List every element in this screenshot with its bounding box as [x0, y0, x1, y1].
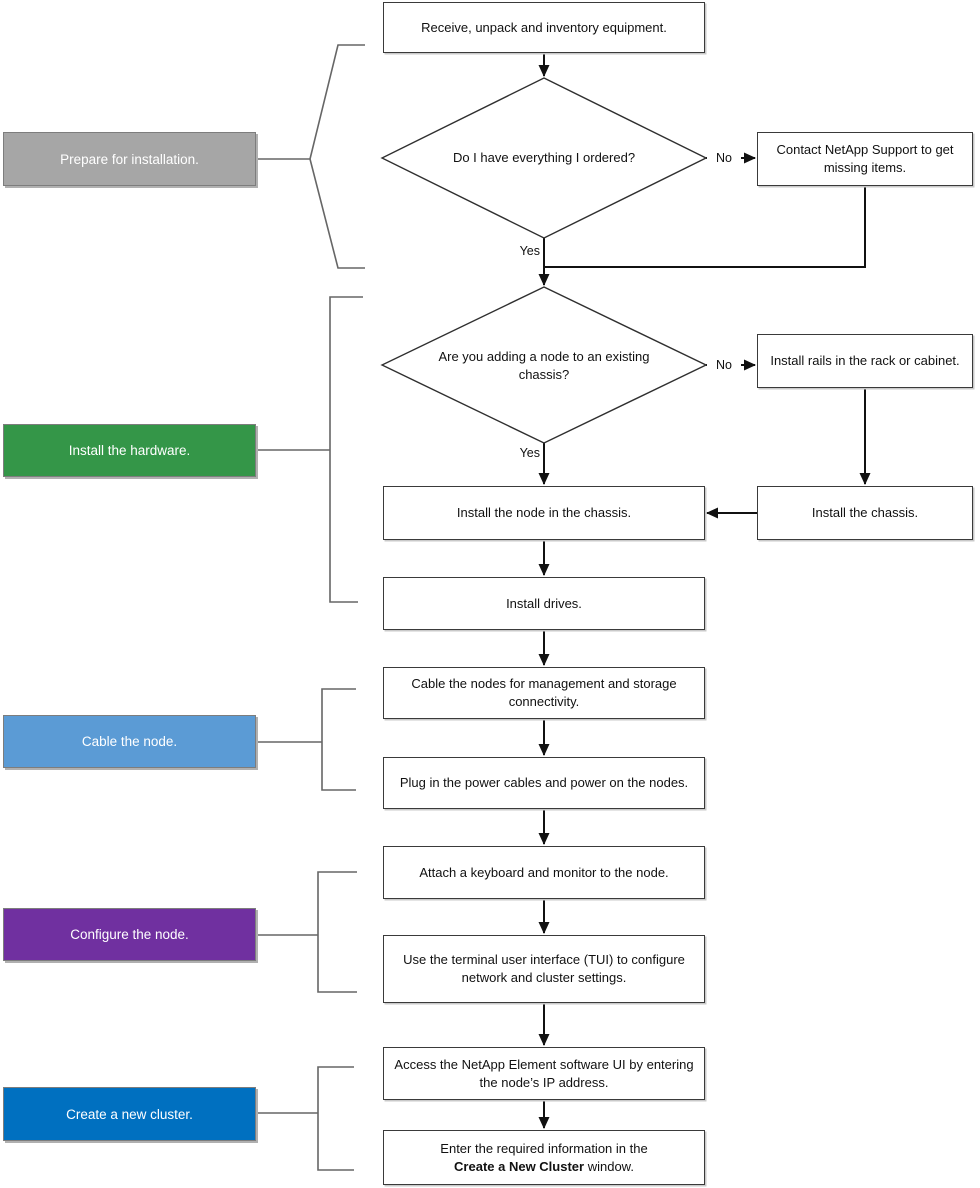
phase-install-the-hardware: Install the hardware.: [3, 424, 256, 477]
decision1-yes-label: Yes: [519, 244, 540, 258]
step-attach-keyboard-monitor: Attach a keyboard and monitor to the nod…: [383, 846, 705, 899]
line-contact-to-junction: [544, 186, 866, 268]
decision2-text: Are you adding a node to an existing cha…: [438, 348, 650, 382]
decision2-diamond: [380, 286, 708, 444]
step-install-chassis: Install the chassis.: [757, 486, 973, 540]
step-install-node-in-chassis: Install the node in the chassis.: [383, 486, 705, 540]
phase-configure-the-node: Configure the node.: [3, 908, 256, 961]
step-use-tui: Use the terminal user interface (TUI) to…: [383, 935, 705, 1003]
step-install-drives: Install drives.: [383, 577, 705, 630]
decision2-no-label: No: [707, 357, 741, 373]
bracket-cable: [256, 688, 356, 791]
step-contact-netapp-support: Contact NetApp Support to get missing it…: [757, 132, 973, 186]
bracket-cluster: [256, 1066, 354, 1171]
decision2-yes-label: Yes: [519, 446, 540, 460]
bracket-configure: [256, 871, 357, 993]
step-install-rails: Install rails in the rack or cabinet.: [757, 334, 973, 388]
step-enter-cluster-info: Enter the required information in the Cr…: [383, 1130, 705, 1185]
step-receive-unpack-inventory: Receive, unpack and inventory equipment.: [383, 2, 705, 53]
step-plug-power: Plug in the power cables and power on th…: [383, 757, 705, 809]
decision1-text: Do I have everything I ordered?: [452, 149, 636, 165]
bracket-prepare: [255, 44, 365, 269]
step-access-element-ui: Access the NetApp Element software UI by…: [383, 1047, 705, 1100]
decision1-no-label: No: [707, 150, 741, 166]
step-cable-nodes: Cable the nodes for management and stora…: [383, 667, 705, 719]
decision1-diamond: [380, 77, 708, 239]
step-enter-cluster-info-text: Enter the required information in the Cr…: [440, 1140, 648, 1174]
bracket-hardware: [256, 296, 363, 603]
phase-prepare-for-installation: Prepare for installation.: [3, 132, 256, 186]
phase-cable-the-node: Cable the node.: [3, 715, 256, 768]
phase-create-a-new-cluster: Create a new cluster.: [3, 1087, 256, 1141]
